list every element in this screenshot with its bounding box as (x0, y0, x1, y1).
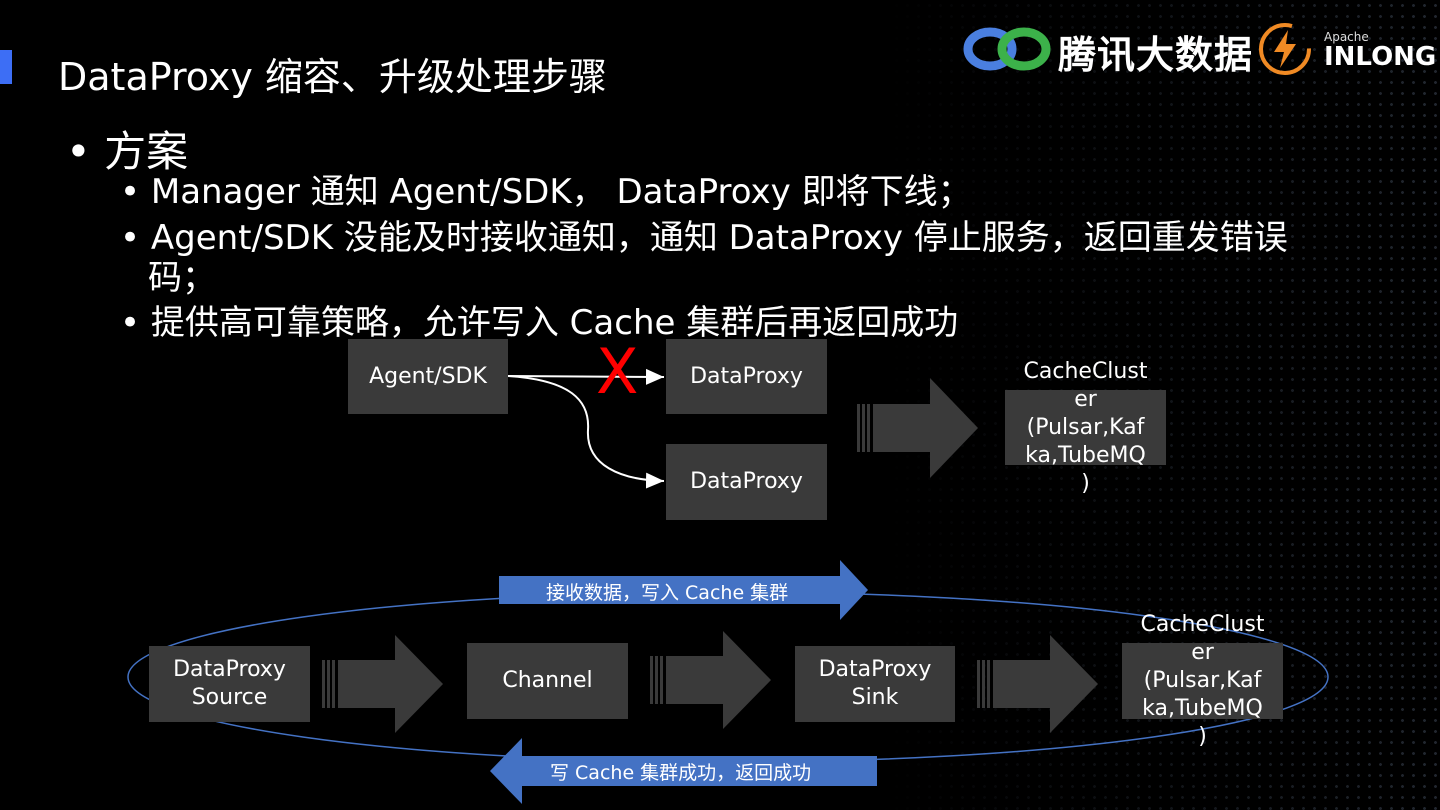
cache-top-line-1: CacheClust (1023, 358, 1148, 384)
dataproxy-box-2: DataProxy (666, 444, 827, 520)
bullet-item-3: • 提供高可靠策略，允许写入 Cache 集群后再返回成功 (120, 303, 959, 343)
blocked-x-mark: X (596, 335, 639, 408)
cache-bottom-line-1: CacheClust (1140, 612, 1265, 637)
channel-box: Channel (467, 643, 628, 719)
cache-bottom-line-5: ) (1198, 724, 1207, 749)
block-arrow-2 (650, 631, 771, 729)
sink-line-2: Sink (851, 685, 899, 710)
source-line-1: DataProxy (173, 657, 286, 682)
title-accent-bar (0, 50, 12, 84)
source-line-2: Source (191, 685, 268, 710)
cache-top-line-5: ) (1081, 470, 1090, 496)
blue-arrow-forward (499, 560, 868, 620)
bullet-item-2-line2: 码； (148, 258, 216, 298)
cache-cluster-box-bottom: CacheClust er (Pulsar,Kaf ka,TubeMQ ) (1122, 612, 1283, 749)
bullet-item-1: • Manager 通知 Agent/SDK， DataProxy 即将下线； (120, 172, 972, 212)
block-arrow-3 (977, 635, 1098, 733)
slide-title: DataProxy 缩容、升级处理步骤 (58, 55, 607, 99)
bullet-item-2: • Agent/SDK 没能及时接收通知，通知 DataProxy 停止服务，返… (120, 218, 1288, 298)
cache-top-line-4: ka,TubeMQ (1025, 442, 1146, 468)
connector-agent-to-dp2 (507, 375, 665, 489)
connector-agent-to-dp1 (507, 368, 665, 385)
cache-bottom-line-2: er (1191, 640, 1214, 665)
inlong-logo-text: INLONG (1324, 42, 1437, 72)
forward-arrow-label: 接收数据，写入 Cache 集群 (546, 582, 789, 604)
sink-line-1: DataProxy (818, 657, 932, 682)
cache-cluster-box-top: CacheClust er (Pulsar,Kaf ka,TubeMQ ) (1005, 359, 1166, 496)
blue-arrow-backward (490, 738, 877, 804)
cache-top-line-2: er (1074, 386, 1097, 412)
inlong-logo-icon (1259, 23, 1311, 75)
dataproxy-box-1: DataProxy (666, 339, 827, 414)
cache-bottom-line-3: (Pulsar,Kaf (1143, 668, 1262, 693)
backward-arrow-label: 写 Cache 集群成功，返回成功 (550, 762, 812, 784)
tencent-bigdata-logo-text: 腾讯大数据 (1058, 33, 1254, 77)
dataproxy-source-box: DataProxy Source (149, 646, 310, 722)
tencent-bigdata-logo-icon (963, 27, 1051, 71)
cache-bottom-line-4: ka,TubeMQ (1142, 696, 1263, 721)
cache-top-line-3: (Pulsar,Kaf (1026, 414, 1145, 440)
block-arrow-1 (322, 635, 443, 733)
bullet-plan: • 方案 (66, 127, 189, 176)
apache-label: Apache (1324, 30, 1369, 44)
dataproxy-sink-box: DataProxy Sink (795, 646, 955, 722)
agent-sdk-box: Agent/SDK (348, 339, 508, 414)
block-arrow-top (857, 378, 978, 478)
bullet-item-2-line1: • Agent/SDK 没能及时接收通知，通知 DataProxy 停止服务，返… (120, 218, 1288, 258)
